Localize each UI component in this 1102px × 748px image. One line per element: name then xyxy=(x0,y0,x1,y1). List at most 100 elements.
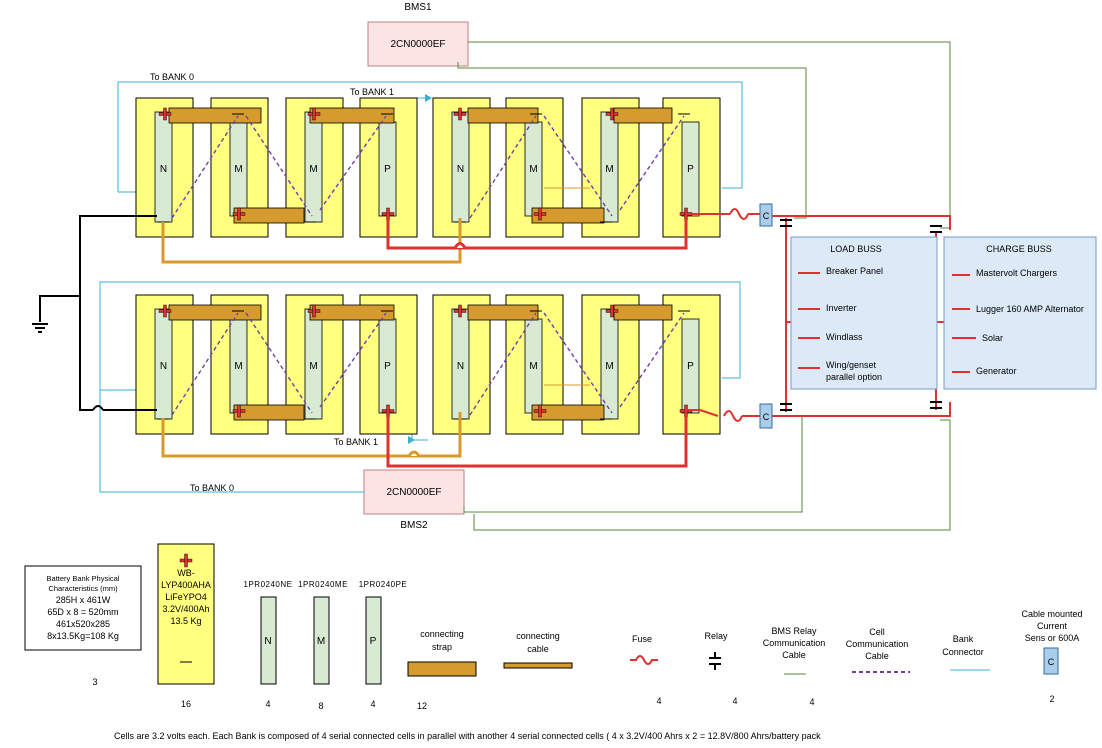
plus-terminal-icon xyxy=(232,207,246,221)
cell-module-letter: P xyxy=(687,164,694,175)
charge-item-alternator: Lugger 160 AMP Alternator xyxy=(976,304,1084,314)
legend-sensor-label: Cable mounted xyxy=(1021,609,1082,619)
charge-buss-box[interactable] xyxy=(943,236,1097,390)
load-item-parallel-option: parallel option xyxy=(826,372,882,382)
charge-item-solar: Solar xyxy=(982,333,1003,343)
to-bank0-top-label: To BANK 0 xyxy=(150,72,194,82)
to-bank0-bottom-label: To BANK 0 xyxy=(190,483,234,493)
cell-module-letter: M xyxy=(234,361,242,372)
cell-module-letter: M xyxy=(309,361,317,372)
legend-me-count: 8 xyxy=(318,701,323,711)
legend-cellcomm-label: Cable xyxy=(865,651,889,661)
current-sensor-top[interactable] xyxy=(759,203,773,227)
cell-comm-cable xyxy=(319,312,387,408)
plus-terminal-icon xyxy=(307,304,321,318)
cell-module-letter: N xyxy=(457,361,464,372)
sensor-top-letter: C xyxy=(763,211,770,221)
legend-strap-label: connecting xyxy=(420,629,464,639)
legend-strap-icon xyxy=(407,661,477,677)
legend-cable-label: cable xyxy=(527,644,549,654)
legend-physical-line: 285H x 461W xyxy=(56,595,111,605)
legend-ne-code: 1PR0240NE xyxy=(244,580,293,589)
plus-terminal-icon xyxy=(533,207,547,221)
legend-sensor-label: Current xyxy=(1037,621,1068,631)
legend-sensor-letter: C xyxy=(1048,657,1055,667)
connecting-strap xyxy=(467,304,539,321)
legend-sensor-icon xyxy=(1043,647,1059,675)
legend-cell-line: 13.5 Kg xyxy=(170,616,201,626)
plus-terminal-icon xyxy=(453,107,467,121)
cell-module-letter: M xyxy=(605,164,613,175)
connecting-strap xyxy=(309,304,395,321)
bms1-box[interactable] xyxy=(367,21,469,67)
legend-physical-line: Characteristics (mm) xyxy=(48,584,118,593)
legend-bankconn-label: Connector xyxy=(942,647,984,657)
legend-pe-count: 4 xyxy=(370,699,375,709)
plus-terminal-icon xyxy=(232,404,246,418)
load-item-breaker-panel: Breaker Panel xyxy=(826,266,883,276)
connecting-strap xyxy=(531,404,605,421)
connecting-strap xyxy=(613,304,673,321)
legend-ne-letter: N xyxy=(264,636,271,647)
plus-terminal-icon xyxy=(533,404,547,418)
legend-sensor-label: Sens or 600A xyxy=(1025,633,1080,643)
cell-module-letter: N xyxy=(160,361,167,372)
connecting-strap xyxy=(613,107,673,124)
plus-terminal-icon xyxy=(158,107,172,121)
legend-sensor-count: 2 xyxy=(1049,694,1054,704)
cell-module-letter: N xyxy=(160,164,167,175)
legend-me-code: 1PR0240ME xyxy=(298,580,348,589)
cell-comm-cable xyxy=(619,312,685,408)
legend-cable-label: connecting xyxy=(516,631,560,641)
legend-cellcomm-label: Cell xyxy=(869,627,885,637)
connecting-strap xyxy=(309,107,395,124)
bms1-part: 2CN0000EF xyxy=(390,39,445,50)
legend-fuse-icon xyxy=(630,655,658,665)
legend-cell-box xyxy=(157,543,215,685)
cell-comm-cable xyxy=(319,115,387,211)
bms-relay-wires xyxy=(457,41,951,531)
cell-module xyxy=(681,318,700,414)
legend-physical-box xyxy=(24,565,142,651)
legend-bmsrelay-count: 4 xyxy=(809,697,814,707)
legend-relay-count: 4 xyxy=(732,696,737,706)
charge-buss-title: CHARGE BUSS xyxy=(986,244,1052,254)
connecting-strap xyxy=(168,107,262,124)
legend-cell-line: 3.2V/400Ah xyxy=(162,604,209,614)
cell-module-letter: M xyxy=(605,361,613,372)
load-buss-box[interactable] xyxy=(790,236,938,390)
ground-wiring xyxy=(39,215,157,411)
cell-module-letter: P xyxy=(687,361,694,372)
legend-me-module xyxy=(313,596,330,685)
legend-physical-line: 8x13.5Kg=108 Kg xyxy=(47,631,119,641)
plus-terminal-icon xyxy=(158,304,172,318)
plus-terminal-icon xyxy=(307,107,321,121)
cell-comm-cable xyxy=(469,312,537,416)
cell-module xyxy=(681,121,700,217)
connecting-strap xyxy=(467,107,539,124)
load-buss-title: LOAD BUSS xyxy=(830,244,882,254)
ground-icon xyxy=(32,323,48,333)
bms2-box[interactable] xyxy=(363,469,465,515)
legend-cable-icon xyxy=(503,662,573,669)
cell-module-letter: M xyxy=(529,361,537,372)
legend-relay-icon xyxy=(709,652,721,670)
legend-strap-label: strap xyxy=(432,642,452,652)
legend-ne-module xyxy=(260,596,277,685)
load-buss-taps xyxy=(798,272,820,369)
legend-cell-count: 16 xyxy=(181,699,191,709)
legend-relay-label: Relay xyxy=(704,631,728,641)
legend-physical-count: 3 xyxy=(92,677,97,687)
bms1-title: BMS1 xyxy=(404,2,432,13)
load-item-windlass: Windlass xyxy=(826,332,863,342)
to-bank1-bottom-label: To BANK 1 xyxy=(334,437,378,447)
connecting-strap xyxy=(168,304,262,321)
legend-fuse-label: Fuse xyxy=(632,634,652,644)
plus-terminal-icon xyxy=(453,304,467,318)
connecting-strap xyxy=(531,207,605,224)
legend-cellcomm-label: Communication xyxy=(846,639,909,649)
footer-note: Cells are 3.2 volts each. Each Bank is c… xyxy=(114,731,821,741)
current-sensor-bottom[interactable] xyxy=(759,403,773,429)
charge-buss-taps xyxy=(952,274,976,373)
